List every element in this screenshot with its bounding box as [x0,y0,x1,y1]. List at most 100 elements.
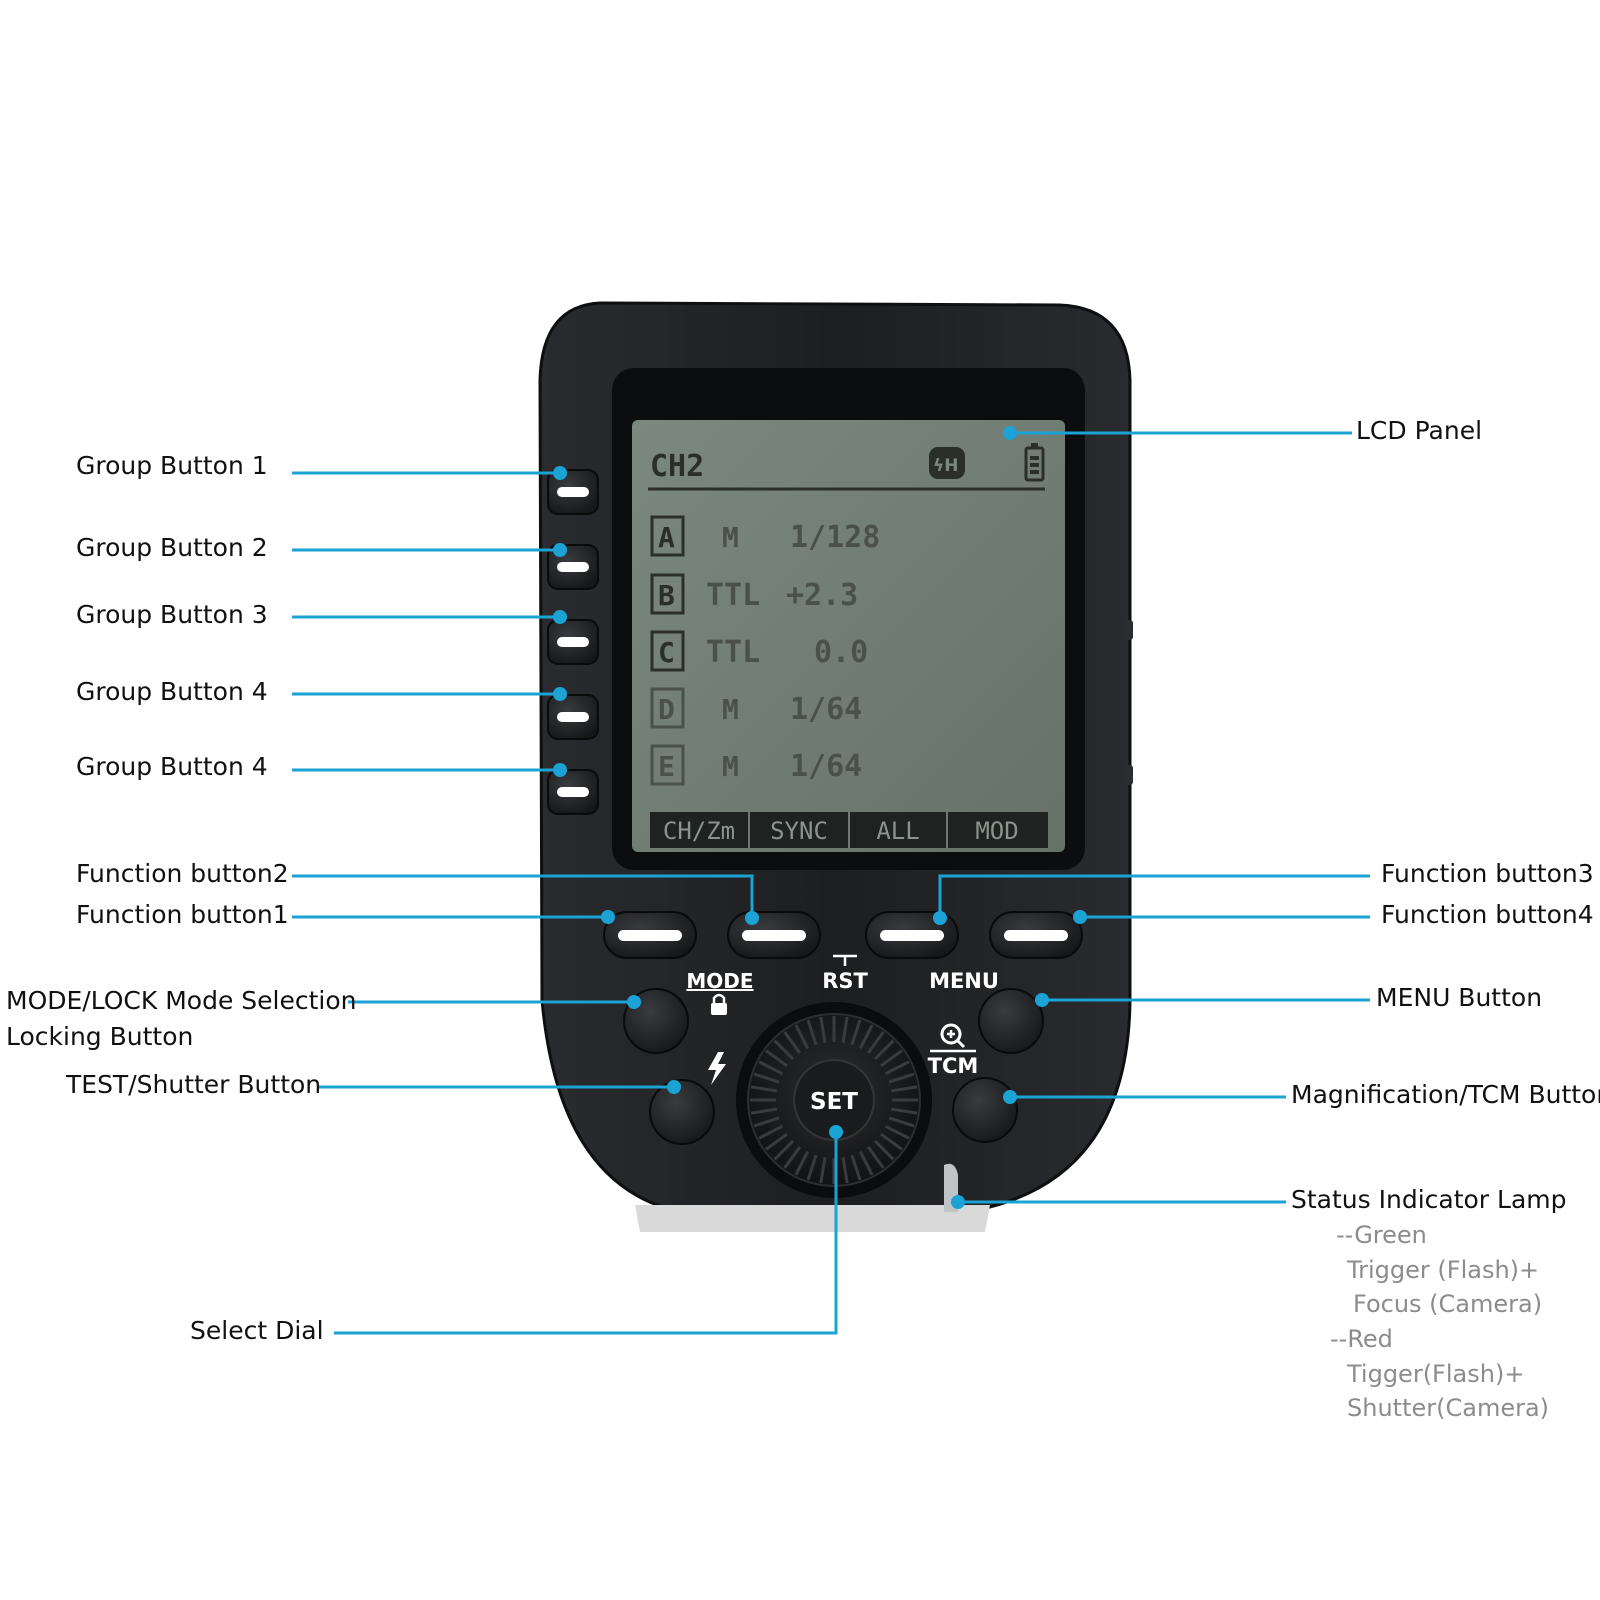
status-sub-line: Tigger(Flash)+ [1347,1360,1525,1388]
group-button-1[interactable] [547,469,599,515]
dial-knurl [794,1150,810,1176]
hss-flash-icon: ϟH [929,447,965,479]
label-group-button-1: Group Button 1 [76,451,268,480]
label-mode-lock-1: MODE/LOCK Mode Selection [6,986,357,1015]
lcd-row: E M 1/64 [650,744,862,786]
function-button-2[interactable] [727,911,821,959]
lcd-channel: CH2 [650,449,704,484]
label-function-button-2: Function button2 [76,859,289,888]
dial-knurl [750,1085,777,1093]
dial-knurl [841,1157,849,1184]
svg-text:C: C [658,636,675,669]
svg-text:ϟH: ϟH [933,456,958,476]
dial-knurl [819,1157,827,1184]
lcd-screen [632,420,1065,852]
dial-knurl [750,1107,777,1115]
label-menu-button: MENU Button [1376,983,1543,1012]
set-button[interactable]: SET [810,1089,858,1115]
svg-text:1/128: 1/128 [790,520,880,555]
dial-knurl [858,1150,874,1176]
mag-tcm-button[interactable] [952,1077,1018,1143]
label-lcd-panel: LCD Panel [1356,416,1483,445]
label-function-button-4: Function button4 [1381,900,1594,929]
status-sub-line: --Green [1336,1221,1427,1249]
magnify-icon [930,1023,976,1053]
dial-knurl [873,1139,895,1161]
label-group-button-2: Group Button 2 [76,533,268,562]
label-test-shutter: TEST/Shutter Button [66,1070,322,1099]
svg-text:1/64: 1/64 [790,692,862,727]
callout-lines [292,431,1370,1335]
lcd-menu-item: SYNC [770,817,828,845]
mode-print: MODE [686,969,753,993]
group-button-4[interactable] [547,694,599,740]
dial-knurl [884,1060,910,1076]
function-button-4[interactable] [989,911,1083,959]
lcd-group-rows: A M 1/128 B TTL +2.3 C TTL 0.0 D M 1/64 [650,515,880,786]
svg-text:M: M [722,521,739,554]
function-button-1[interactable] [603,911,697,959]
dial-knurl [783,1146,802,1169]
svg-text:M: M [722,750,739,783]
dial-knurl [884,1124,910,1140]
lcd-menu-bar: CH/Zm SYNC ALL MOD [650,812,1048,848]
dial-knurl [806,1154,818,1181]
svg-text:0.0: 0.0 [814,635,868,670]
dial-knurl [888,1072,915,1084]
menu-button[interactable] [978,988,1044,1054]
label-select-dial: Select Dial [190,1316,324,1345]
label-group-button-3: Group Button 3 [76,600,268,629]
label-mag-tcm: Magnification/TCM Button [1291,1080,1600,1109]
lcd-menu-item: MOD [975,817,1018,845]
lcd-menu-item: CH/Zm [663,817,735,845]
dial-knurl [773,1039,795,1061]
side-clip [1125,620,1133,640]
svg-text:1/64: 1/64 [790,749,862,784]
lightning-icon [708,1052,726,1085]
tcm-print: TCM [928,1054,979,1078]
dial-knurl [866,1031,885,1054]
group-button-5[interactable] [547,769,599,815]
test-shutter-button[interactable] [649,1079,715,1145]
svg-text:D: D [658,693,675,726]
callout-dots [553,426,1087,1209]
dial-knurl [758,1060,784,1076]
label-group-button-5: Group Button 4 [76,752,268,781]
dial-knurl [806,1019,818,1046]
dial-knurl [773,1139,795,1161]
select-dial[interactable] [736,1002,932,1198]
lcd-row: A M 1/128 [650,515,880,557]
dial-knurl [765,1049,788,1068]
side-clip [1125,765,1133,785]
dial-knurl [880,1132,903,1151]
dial-knurl [866,1146,885,1169]
rst-print: RST [822,969,868,993]
dial-knurl [888,1116,915,1128]
function-button-3[interactable] [865,911,959,959]
dial-knurl [794,1024,810,1050]
status-sub-line: Shutter(Camera) [1347,1394,1550,1422]
dial-knurl [891,1107,918,1115]
lcd-row: D M 1/64 [650,687,862,729]
dial-knurl [783,1031,802,1054]
lcd-menu-item: ALL [876,817,919,845]
dial-knurl [753,1072,780,1084]
dial-knurl [850,1019,862,1046]
group-button-3[interactable] [547,619,599,665]
dial-knurl [819,1016,827,1043]
status-sub-line: Focus (Camera) [1353,1290,1543,1318]
svg-text:+2.3: +2.3 [786,578,858,613]
label-mode-lock-2: Locking Button [6,1022,194,1051]
dial-knurl [858,1024,874,1050]
svg-text:B: B [658,579,675,612]
rst-mark [833,954,857,966]
dial-knurl [880,1049,903,1068]
label-function-button-1: Function button1 [76,900,289,929]
svg-text:A: A [658,521,675,554]
lock-icon [711,993,727,1015]
lcd-row: B TTL +2.3 [650,573,858,615]
dial-knurl [765,1132,788,1151]
svg-text:E: E [658,750,675,783]
